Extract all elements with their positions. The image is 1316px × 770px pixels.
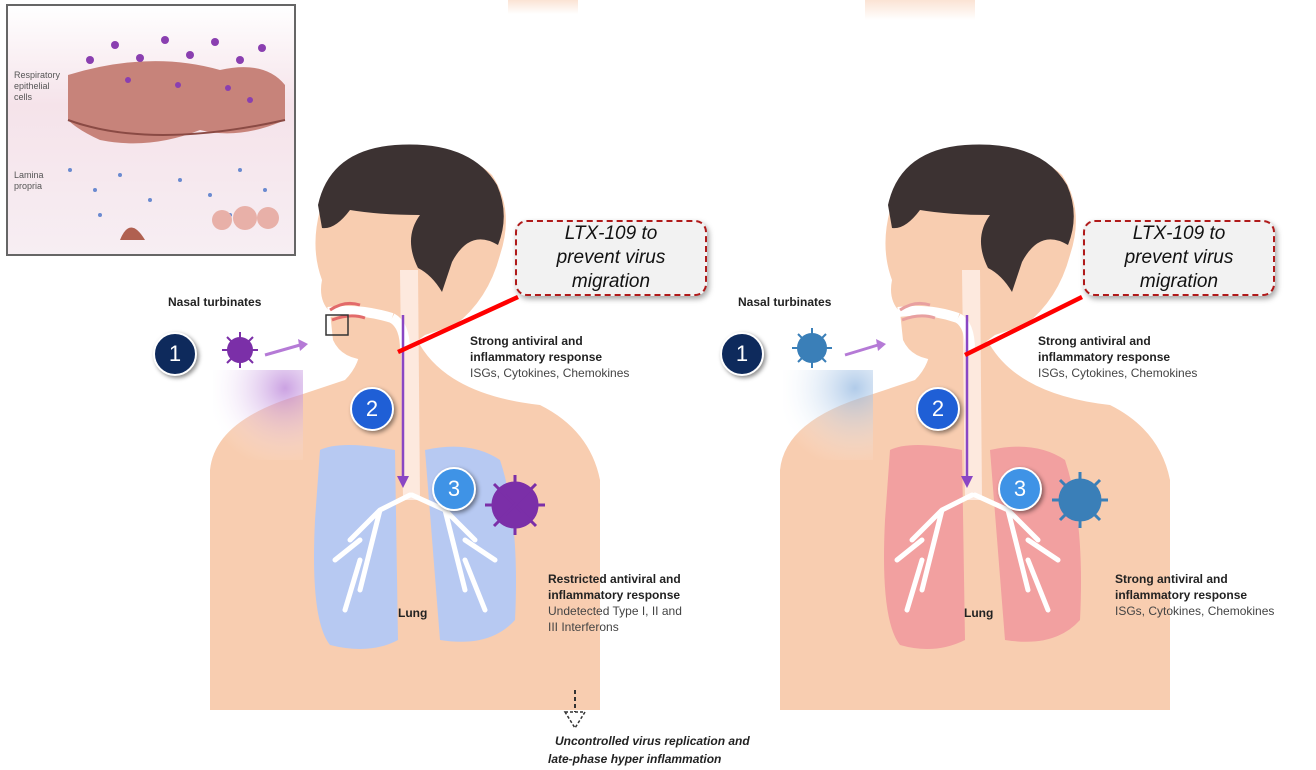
top-strip-right (865, 0, 975, 20)
right-step-badge-1: 1 (720, 332, 764, 376)
inset-label-epithelial: Respiratory epithelial cells (14, 70, 66, 103)
left-nasal-label: Nasal turbinates (168, 294, 261, 310)
left-upper-response-title: Strong antiviral and inflammatory respon… (470, 333, 610, 365)
left-step-badge-3: 3 (432, 467, 476, 511)
right-upper-response: Strong antiviral and inflammatory respon… (1038, 333, 1178, 381)
right-upper-response-title: Strong antiviral and inflammatory respon… (1038, 333, 1178, 365)
right-step-badge-3: 3 (998, 467, 1042, 511)
left-upper-response-sub: ISGs, Cytokines, Chemokines (470, 365, 610, 381)
left-lower-response-title: Restricted antiviral and inflammatory re… (548, 571, 683, 603)
bottom-note-line1: Uncontrolled virus replication and (555, 732, 750, 750)
left-lower-response-sub: Undetected Type I, II and III Interferon… (548, 603, 683, 635)
right-lower-response-sub: ISGs, Cytokines, Chemokines (1115, 603, 1255, 619)
right-nasal-label: Nasal turbinates (738, 294, 831, 310)
right-lung-label: Lung (964, 605, 993, 621)
right-lower-response: Strong antiviral and inflammatory respon… (1115, 571, 1255, 619)
bottom-note-line2: late-phase hyper inflammation (548, 750, 721, 768)
inset-label-lamina: Lamina propria (14, 170, 54, 192)
right-upper-response-sub: ISGs, Cytokines, Chemokines (1038, 365, 1178, 381)
right-lower-response-title: Strong antiviral and inflammatory respon… (1115, 571, 1255, 603)
right-ltx-callout: LTX-109 to prevent virus migration (1083, 220, 1275, 296)
top-strip-left (508, 0, 578, 14)
left-lung-label: Lung (398, 605, 427, 621)
left-step-badge-1: 1 (153, 332, 197, 376)
left-upper-response: Strong antiviral and inflammatory respon… (470, 333, 610, 381)
left-step-badge-2: 2 (350, 387, 394, 431)
left-ltx-callout: LTX-109 to prevent virus migration (515, 220, 707, 296)
inset-epithelium (7, 5, 295, 255)
left-lower-response: Restricted antiviral and inflammatory re… (548, 571, 683, 635)
right-step-badge-2: 2 (916, 387, 960, 431)
